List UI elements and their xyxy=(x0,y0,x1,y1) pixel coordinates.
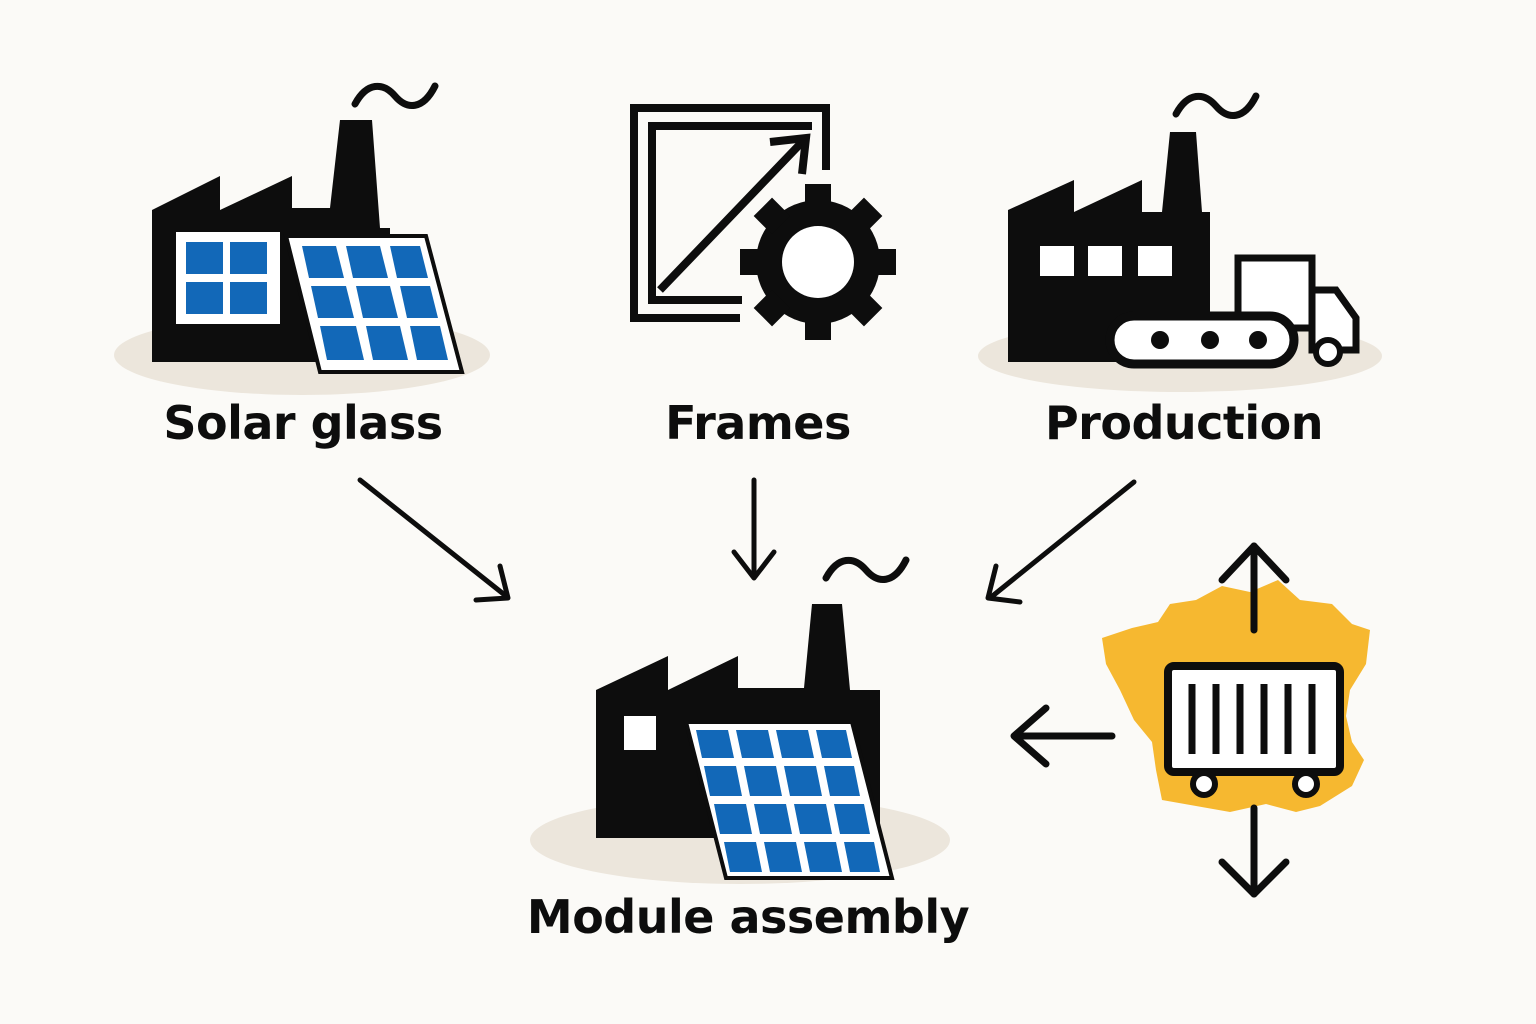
solar-glass-icon xyxy=(114,86,490,395)
shipping-container-icon xyxy=(1164,662,1344,798)
arrow-export-up xyxy=(1218,542,1290,634)
frames-label: Frames xyxy=(665,396,851,450)
production-icon xyxy=(978,96,1382,392)
arrow-export-down xyxy=(1218,804,1290,898)
arrow-solar-to-module xyxy=(357,477,511,603)
arrow-import-to-module xyxy=(1010,704,1116,768)
arrow-frames-to-module xyxy=(731,477,777,581)
solar-glass-label: Solar glass xyxy=(163,396,443,450)
frames-icon xyxy=(630,104,896,340)
arrow-production-to-module xyxy=(985,479,1137,605)
module-assembly-icon xyxy=(530,560,950,884)
module-assembly-label: Module assembly xyxy=(526,890,970,944)
production-label: Production xyxy=(1044,396,1324,450)
